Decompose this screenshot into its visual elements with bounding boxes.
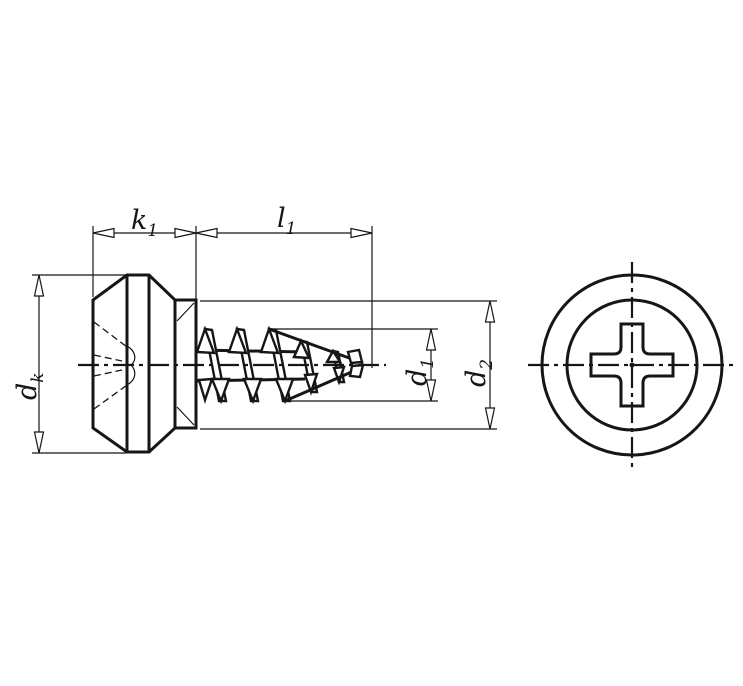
screw-head-outline xyxy=(91,273,198,454)
arrowhead-icon xyxy=(350,227,373,239)
arrowhead-icon xyxy=(33,274,45,297)
thread-taper-top xyxy=(268,327,364,365)
arrowhead-icon xyxy=(425,328,437,351)
arrowhead-icon xyxy=(195,227,218,239)
thread-tooth xyxy=(227,325,248,355)
screw-thread xyxy=(195,325,365,405)
thread-tooth xyxy=(274,377,295,405)
thread-tooth xyxy=(324,348,343,364)
recess-hidden-lines xyxy=(93,321,136,410)
thread-tip-tooth xyxy=(346,348,364,365)
arrowhead-icon xyxy=(425,379,437,402)
arrowhead-icon xyxy=(92,227,115,239)
recess-hidden-line xyxy=(93,321,128,348)
screw-side-view xyxy=(78,273,386,454)
recess-hidden-line xyxy=(93,354,123,362)
thread-tooth xyxy=(292,338,311,360)
flange-chamfer-bottom xyxy=(176,406,195,426)
thread-tooth xyxy=(242,377,263,405)
arrowhead-icon xyxy=(484,407,496,430)
thread-tip-tooth xyxy=(348,363,365,379)
dimension-label-d1: d1 xyxy=(402,358,438,386)
thread-tooth xyxy=(332,365,346,386)
recess-hidden-line xyxy=(93,369,123,377)
dimensions: k1 l1 dk d1 d2 xyxy=(12,203,497,454)
center-point xyxy=(629,362,635,368)
recess-hidden-line xyxy=(93,384,128,410)
dimension-label-dk: dk xyxy=(12,372,48,400)
dimension-label-d2: d2 xyxy=(461,359,497,387)
arrowhead-icon xyxy=(174,227,197,239)
arrowhead-icon xyxy=(33,431,45,454)
screw-front-view xyxy=(528,262,735,470)
dimension-label-l1: l1 xyxy=(277,203,296,239)
arrowhead-icon xyxy=(484,300,496,323)
thread-tooth xyxy=(197,377,214,404)
dimension-label-k1: k1 xyxy=(131,205,158,241)
thread-tooth xyxy=(195,325,216,355)
flange-chamfer-top xyxy=(176,302,195,322)
thread-tooth xyxy=(303,372,319,396)
thread-tooth xyxy=(210,377,231,405)
thread-tooth xyxy=(259,325,280,355)
